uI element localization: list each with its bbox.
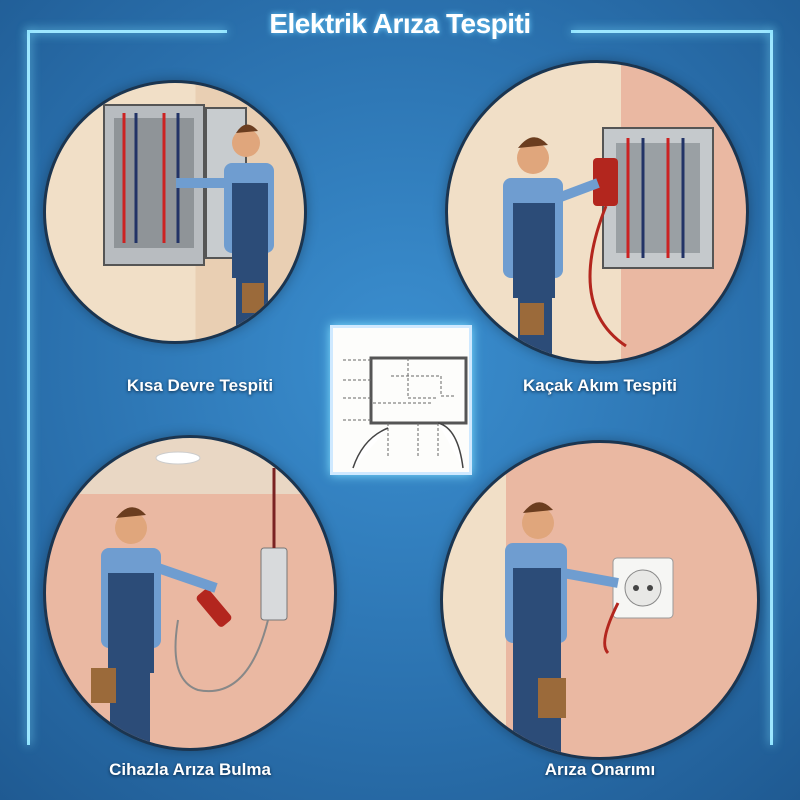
panel-label-fault-repair: Arıza Onarımı (544, 760, 656, 779)
frame-left-line (27, 30, 30, 745)
electrician-tester-illustration (43, 435, 337, 751)
electrician-multimeter-illustration (445, 60, 749, 364)
panel-label-short-circuit: Kısa Devre Tespiti (126, 376, 274, 395)
panel-label-leakage-current: Kaçak Akım Tespiti (522, 376, 677, 395)
frame-top-left-line (27, 30, 227, 33)
panel-label-device-fault-finding: Cihazla Arıza Bulma (109, 760, 271, 779)
frame-right-line (770, 30, 773, 745)
floor-plan-wiring-diagram (330, 325, 472, 475)
electrician-panel-illustration (43, 80, 307, 344)
page-title: Elektrik Arıza Tespiti (269, 8, 531, 39)
electrician-socket-illustration (440, 440, 760, 760)
frame-top-right-line (571, 30, 773, 33)
